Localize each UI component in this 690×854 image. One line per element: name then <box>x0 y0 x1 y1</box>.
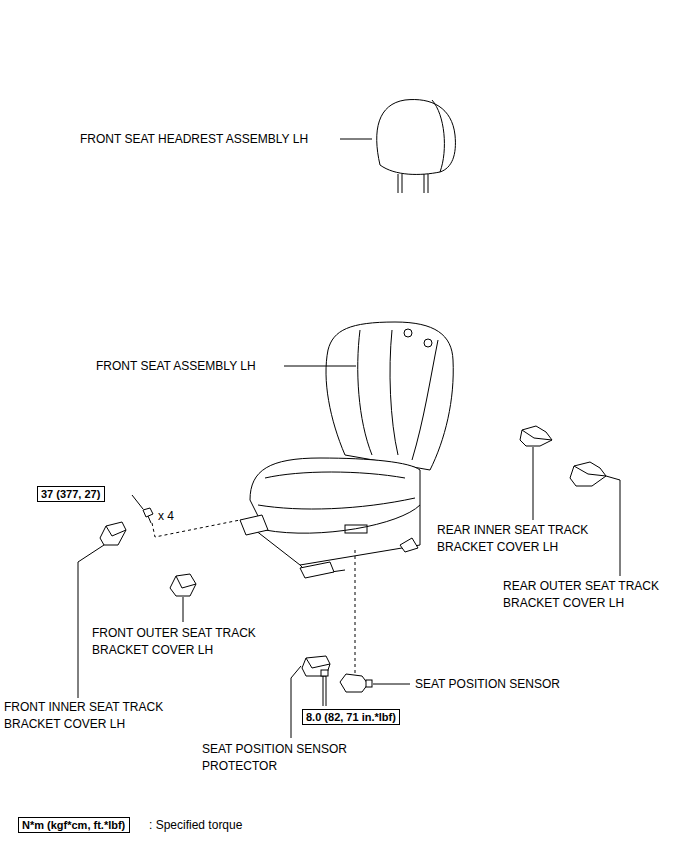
legend-text: : Specified torque <box>149 817 242 834</box>
part-name: FRONT OUTER SEAT TRACK BRACKET COVER LH <box>92 625 288 659</box>
part-name: FRONT SEAT HEADREST ASSEMBLY LH <box>80 131 308 148</box>
part-name: FRONT SEAT ASSEMBLY LH <box>96 358 256 375</box>
torque-box: N*m (kgf*cm, ft.*lbf) <box>18 817 130 833</box>
torque-box: 37 (377, 27) <box>37 486 105 502</box>
part-name: REAR OUTER SEAT TRACK BRACKET COVER LH <box>503 578 687 612</box>
torque-value: 37 (377, 27) <box>41 487 101 501</box>
part-name: SEAT POSITION SENSOR <box>415 676 560 693</box>
part-name: FRONT INNER SEAT TRACK BRACKET COVER LH <box>4 699 196 733</box>
torque-value: 8.0 (82, 71 in.*lbf) <box>306 710 396 724</box>
part-name: SEAT POSITION SENSOR PROTECTOR <box>202 741 378 775</box>
quantity-note: x 4 <box>158 508 174 525</box>
torque-box: 8.0 (82, 71 in.*lbf) <box>302 709 400 725</box>
part-name: REAR INNER SEAT TRACK BRACKET COVER LH <box>437 522 617 556</box>
torque-value: N*m (kgf*cm, ft.*lbf) <box>22 818 126 832</box>
